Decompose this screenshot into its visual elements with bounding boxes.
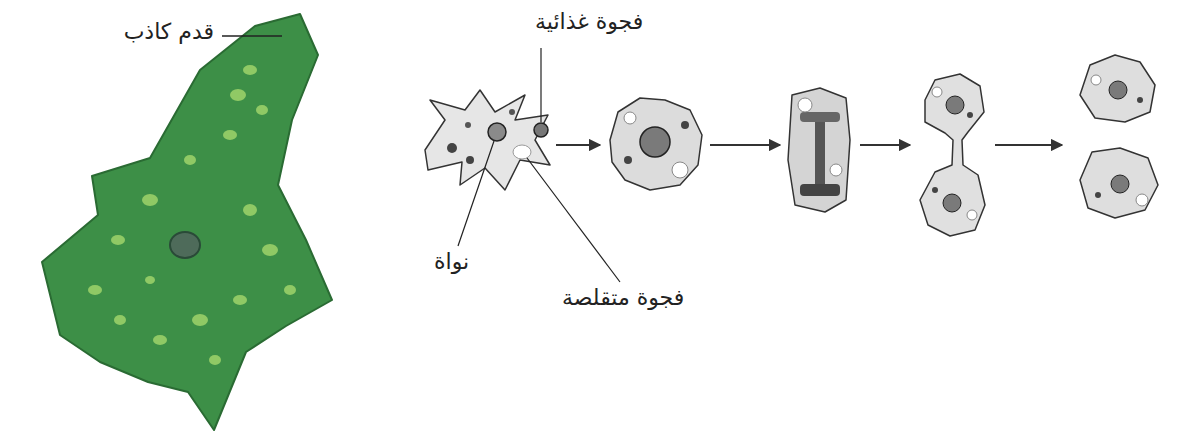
leader-line xyxy=(540,48,541,122)
leader-line xyxy=(458,141,494,246)
part-label: نواة xyxy=(432,248,471,277)
part-label: قدم كاذب xyxy=(122,18,216,47)
leader-line xyxy=(527,158,620,282)
leader-line xyxy=(222,35,282,37)
amoeba-stage-2 xyxy=(610,98,702,190)
amoeba-stage-1 xyxy=(425,48,620,282)
part-label: فجوة غذائية xyxy=(533,8,645,37)
amoeba-stage-5 xyxy=(1080,55,1158,218)
process-arrows xyxy=(556,144,1062,146)
amoeba-stage-3 xyxy=(788,88,850,212)
part-label: فجوة متقلصة xyxy=(560,284,686,313)
green-amoeba xyxy=(42,14,332,430)
amoeba-stage-4 xyxy=(920,74,985,236)
